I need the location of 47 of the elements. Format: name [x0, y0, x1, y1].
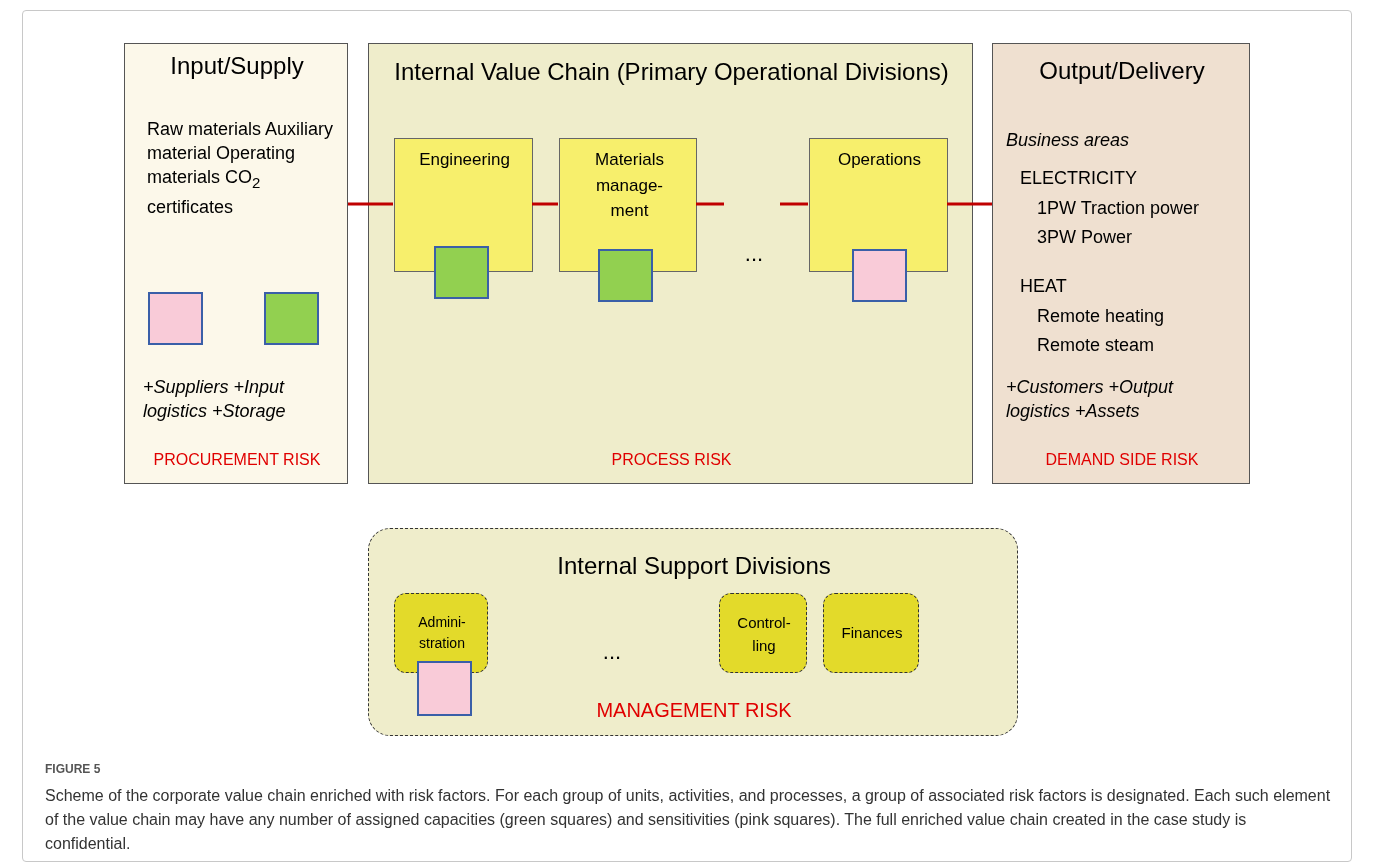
division-label: Materials manage- ment [594, 149, 665, 222]
support-division-box [394, 593, 488, 673]
item-list: +Customers +Output logistics +Assets [1006, 375, 1176, 423]
output-panel [992, 43, 1250, 484]
value-chain-panel [368, 43, 973, 484]
sensitivity-square [417, 661, 472, 716]
panel-title: Output/Delivery [1038, 56, 1206, 85]
division-label: Control- ling [736, 613, 792, 656]
capacity-square [598, 249, 653, 302]
division-label: Engineering [418, 149, 511, 171]
support-division-box [719, 593, 807, 673]
support-division-box [823, 593, 919, 673]
division-label: Operations [836, 149, 923, 171]
figure-number: FIGURE 5 [45, 762, 102, 778]
section-label: Business areas [1006, 129, 1131, 152]
item-list: 1PW Traction power 3PW Power [1037, 194, 1212, 252]
figure-caption: Scheme of the corporate value chain enriched with risk factors. For each group of units, activities, and processes, a group of associated risk factors is designated. Each such element of the value chain may have any number of assigned capacities (green squares) and sensitivities (pink squares). The full enriched value chain created in the case study is confidential. [45, 786, 1332, 854]
panel-title: Internal Support Divisions [556, 551, 832, 581]
item-list: Remote heating Remote steam [1037, 302, 1212, 360]
risk-label: MANAGEMENT RISK [595, 698, 793, 723]
risk-label: PROCUREMENT RISK [152, 450, 322, 470]
capacity-square [264, 292, 319, 345]
connector-line [532, 202, 558, 206]
ellipsis-text: ... [601, 638, 623, 666]
sensitivity-square [852, 249, 907, 302]
connector-line [780, 202, 808, 206]
section-label: HEAT [1020, 275, 1068, 298]
connector-line [696, 202, 724, 206]
division-label: Finances [840, 623, 904, 643]
risk-label: DEMAND SIDE RISK [1044, 450, 1200, 470]
item-list: Raw materials Auxiliary material Operating materials CO$_{2}$ certificates [147, 117, 337, 219]
division-box [394, 138, 533, 272]
connector-line [947, 202, 992, 206]
division-label: Admini- stration [417, 613, 467, 653]
division-box [559, 138, 697, 272]
input-panel [124, 43, 348, 484]
ellipsis-text: ... [743, 240, 765, 268]
capacity-square [434, 246, 489, 299]
support-panel [368, 528, 1018, 736]
risk-label: PROCESS RISK [610, 450, 733, 470]
connector-line [348, 202, 393, 206]
panel-title: Input/Supply [169, 54, 305, 78]
section-label: ELECTRICITY [1020, 167, 1139, 190]
item-list: +Suppliers +Input logistics +Storage [143, 375, 303, 423]
panel-title: Internal Value Chain (Primary Operational Divisions) [393, 57, 950, 87]
sensitivity-square [148, 292, 203, 345]
division-box [809, 138, 948, 272]
